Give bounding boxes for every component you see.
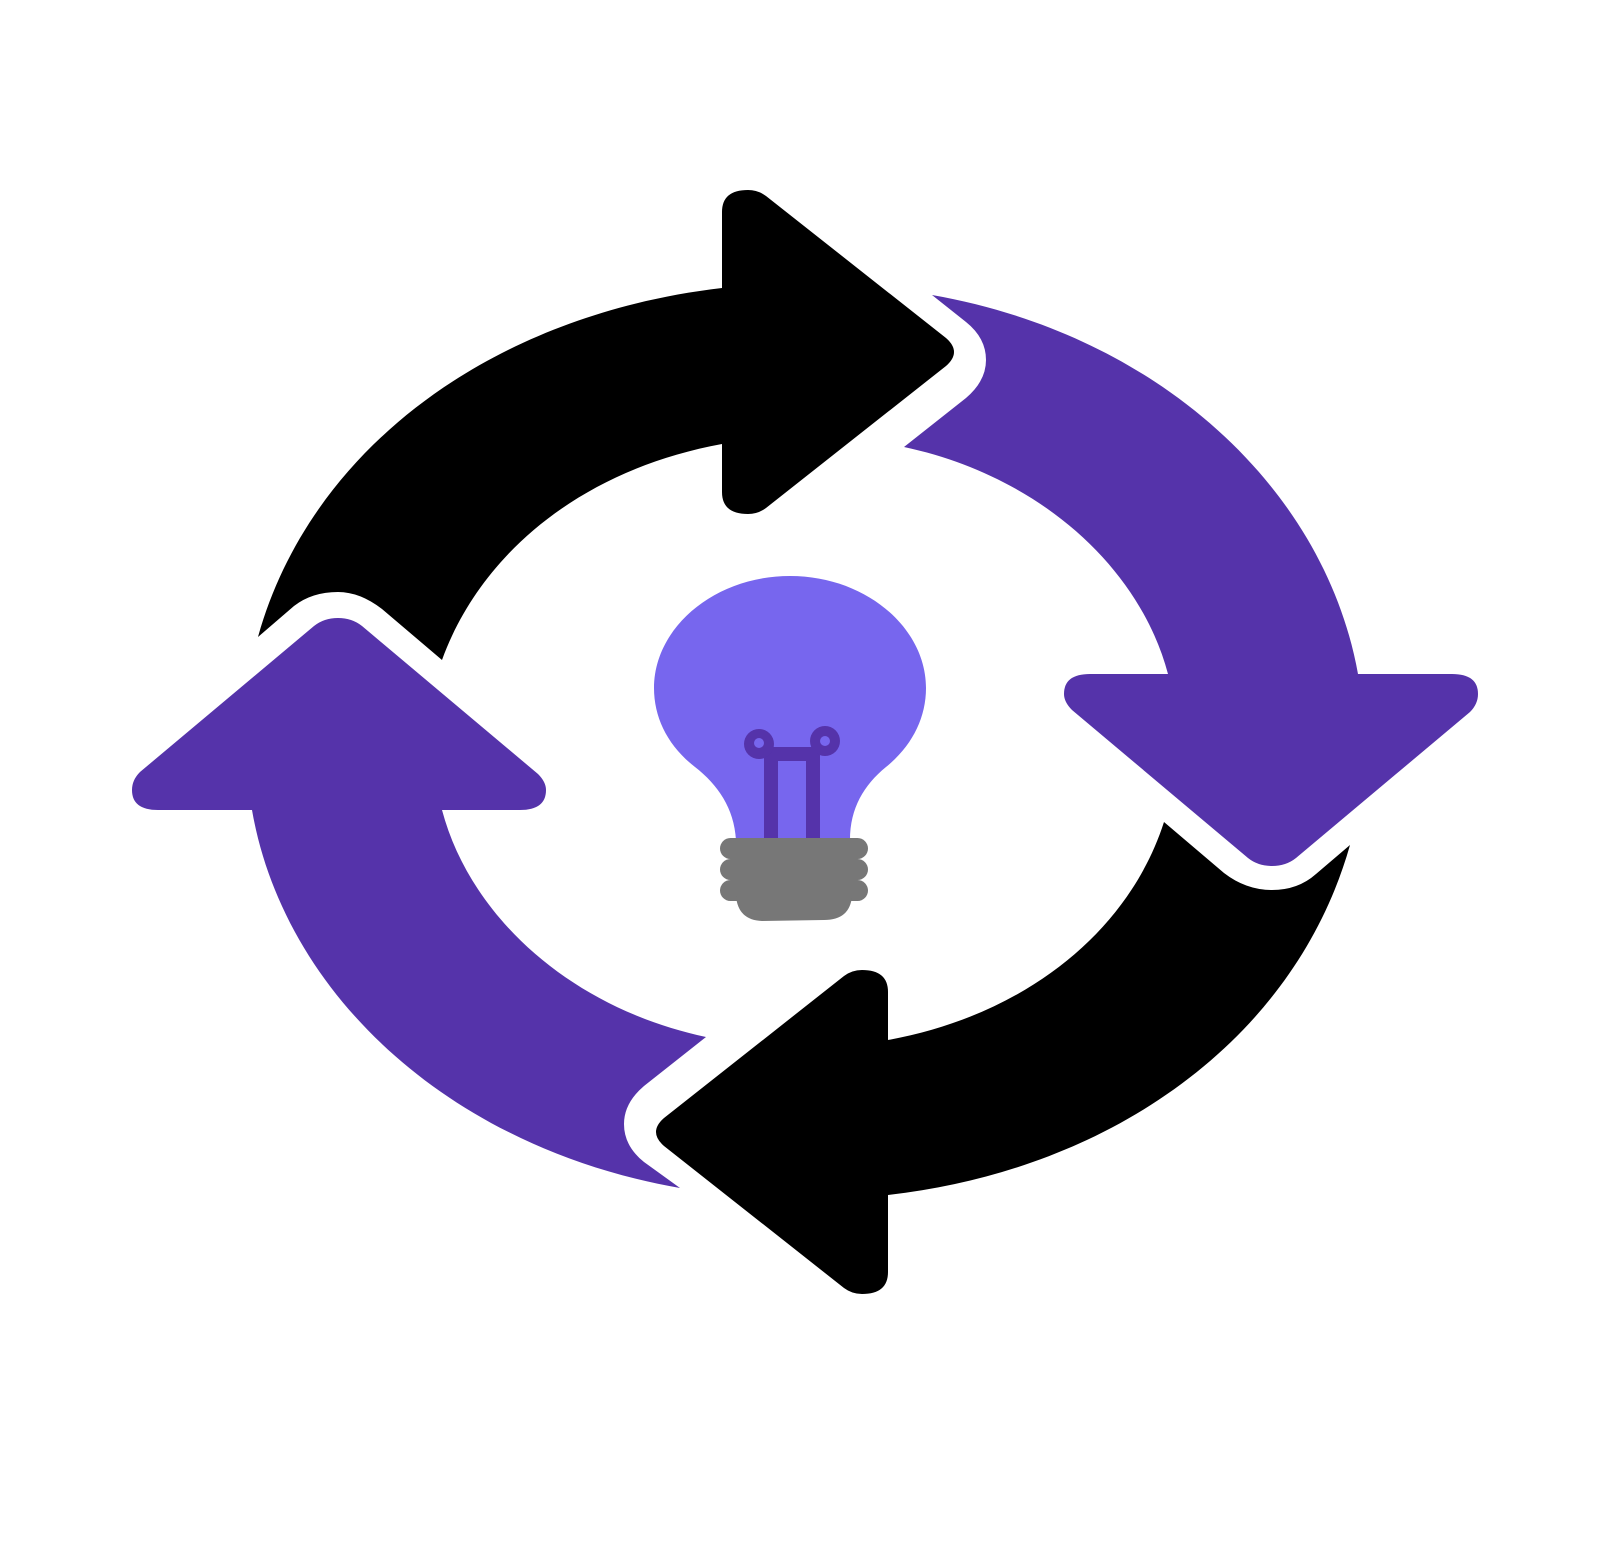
lightbulb-icon (654, 576, 926, 921)
curved-arrow-down-icon (904, 295, 1478, 866)
bulb-glass (654, 576, 926, 840)
bulb-filament (744, 726, 840, 842)
curved-arrow-right-icon (258, 190, 954, 660)
curved-arrow-left-icon (656, 822, 1350, 1294)
curved-arrow-up-icon (132, 618, 706, 1188)
bulb-base (720, 838, 868, 921)
